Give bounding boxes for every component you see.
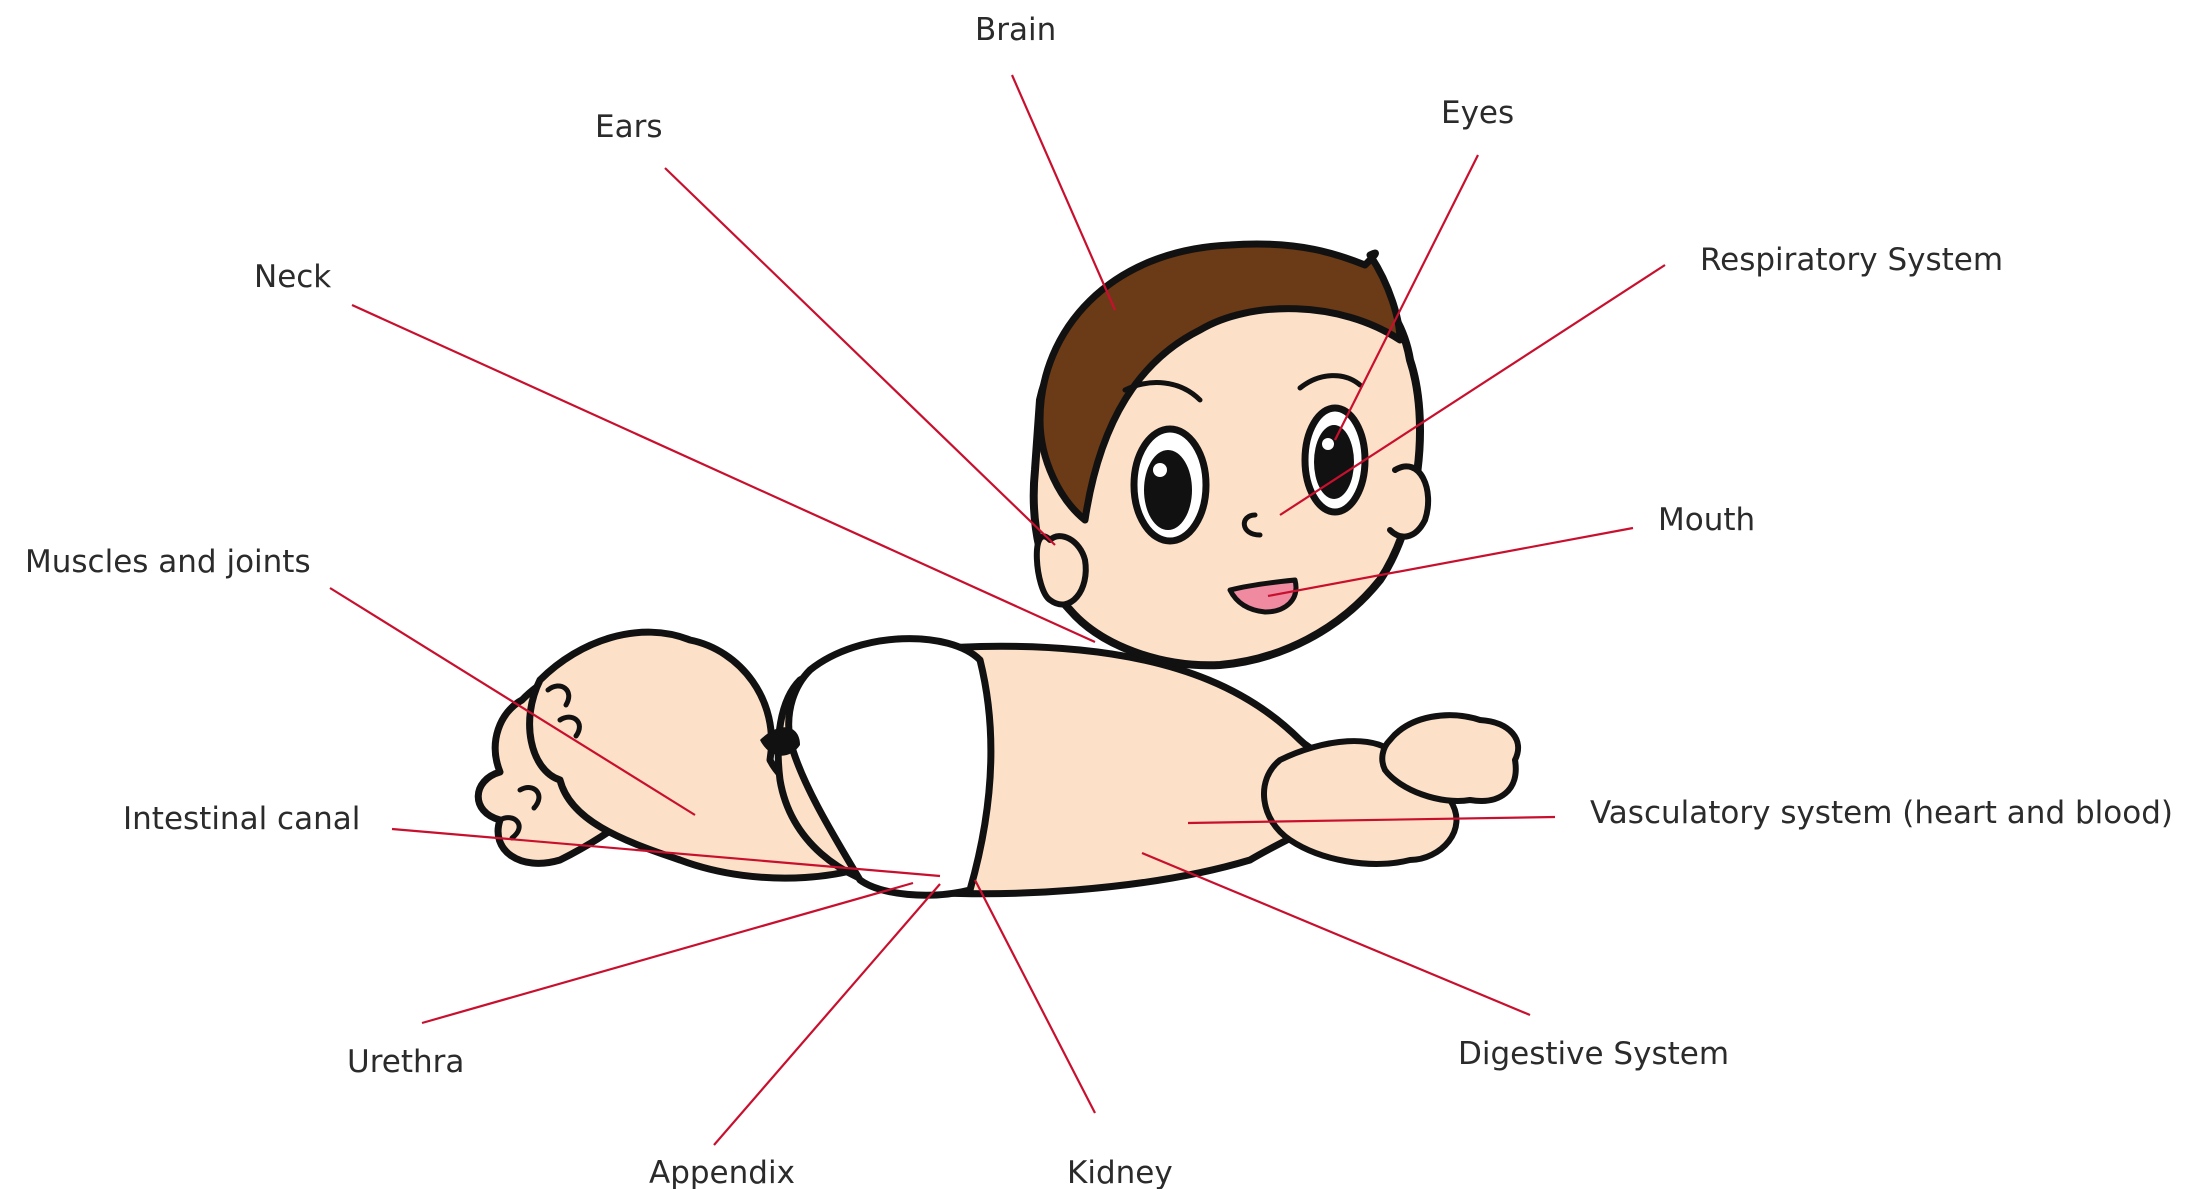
leader-urethra (422, 883, 913, 1023)
label-intestinal: Intestinal canal (123, 801, 360, 837)
label-respiratory: Respiratory System (1700, 242, 2003, 278)
leader-kidney (975, 880, 1095, 1113)
label-eyes: Eyes (1441, 95, 1514, 131)
label-vascular: Vasculatory system (heart and blood) (1590, 795, 2173, 831)
baby-eye-highlight-right (1322, 438, 1334, 450)
label-urethra: Urethra (347, 1044, 464, 1080)
label-brain: Brain (975, 12, 1056, 48)
baby-hand (1382, 715, 1518, 801)
label-digestive: Digestive System (1458, 1036, 1729, 1072)
leader-brain (1012, 75, 1115, 310)
leader-lines (330, 75, 1665, 1145)
baby-illustration (478, 244, 1518, 895)
leader-ears (665, 168, 1055, 545)
label-ears: Ears (595, 109, 662, 145)
leader-digestive (1142, 853, 1530, 1015)
leader-neck (352, 305, 1095, 642)
label-mouth: Mouth (1658, 502, 1755, 538)
label-neck: Neck (254, 259, 331, 295)
baby-eye-highlight-left (1153, 463, 1167, 477)
label-kidney: Kidney (1067, 1155, 1173, 1189)
baby-ear-right (1390, 466, 1428, 536)
baby-pupil-left (1144, 450, 1192, 530)
leader-appendix (714, 884, 940, 1145)
baby-ear-left (1037, 536, 1086, 604)
label-muscles: Muscles and joints (25, 544, 311, 580)
label-appendix: Appendix (649, 1155, 795, 1189)
